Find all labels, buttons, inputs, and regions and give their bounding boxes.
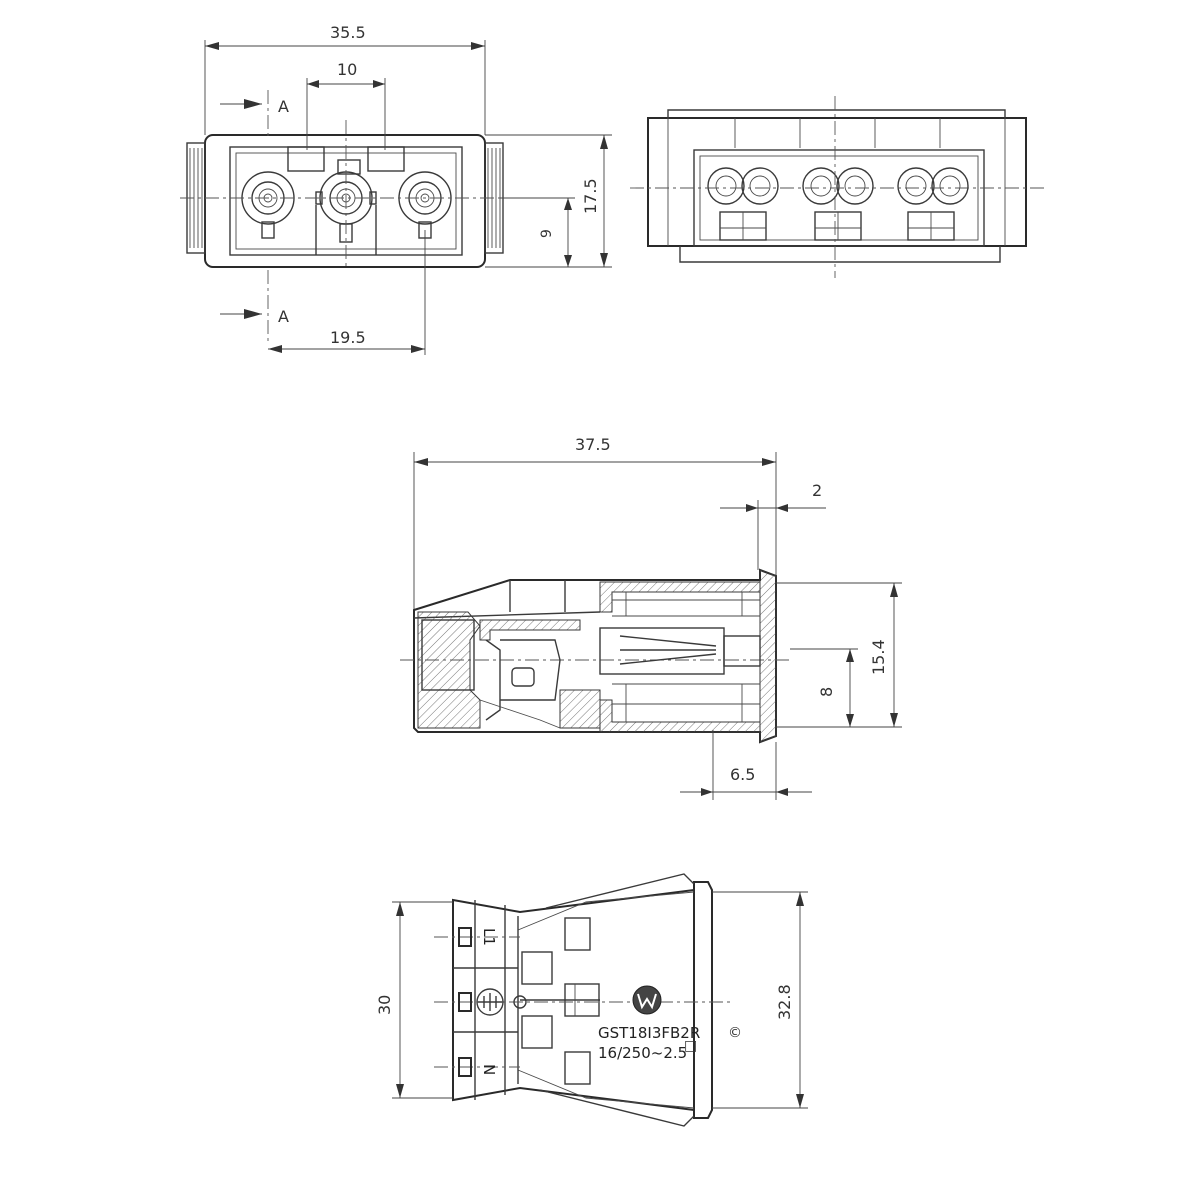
dim-center: 9 [539, 229, 555, 238]
part-number: GST18I3FB2R [598, 1024, 700, 1042]
marking-n: N [480, 1064, 498, 1075]
dim-flange: 2 [812, 481, 822, 500]
rear-view-terminal-block [693, 149, 985, 247]
contact-right [398, 171, 452, 239]
dim-length: 37.5 [575, 435, 611, 454]
bottom-view-body [452, 888, 695, 1112]
front-view-housing [204, 134, 486, 268]
terminal-pair-center [802, 167, 874, 241]
section-label-bottom: A [278, 307, 289, 326]
rating-superscript: □ [684, 1038, 697, 1054]
earth-icon [476, 988, 504, 1016]
terminal-pair-left [707, 167, 779, 241]
section-label-top: A [278, 97, 289, 116]
bottom-view-flange [693, 881, 713, 1119]
terminal-slot-l1 [458, 927, 472, 947]
svg-text:©: © [728, 1025, 742, 1041]
dim-side-center: 8 [817, 687, 836, 697]
bottom-marking-view: 30 32.8 L1 N © GST18I [375, 873, 808, 1127]
dim-pitch: 10 [337, 60, 357, 79]
marking-l1: L1 [480, 928, 498, 946]
dim-depth: 6.5 [730, 765, 755, 784]
terminal-slot-n [458, 1057, 472, 1077]
dim-offset: 19.5 [330, 328, 366, 347]
rating: 16/250~2.5 [598, 1044, 687, 1062]
terminal-slot-earth [458, 992, 472, 1012]
terminal-pair-right [897, 167, 969, 241]
front-view: A A 35.5 10 19.5 17.5 9 [180, 23, 612, 355]
dim-flange-width: 32.8 [775, 984, 794, 1020]
rear-view [630, 96, 1045, 278]
dim-width: 35.5 [330, 23, 366, 42]
contact-left [241, 171, 295, 239]
dim-side-height: 15.4 [869, 639, 888, 675]
side-section-view: 37.5 2 [400, 435, 902, 800]
manufacturer-logo-icon [632, 985, 662, 1015]
dim-height: 17.5 [581, 178, 600, 214]
dim-bottom-width: 30 [375, 995, 394, 1015]
